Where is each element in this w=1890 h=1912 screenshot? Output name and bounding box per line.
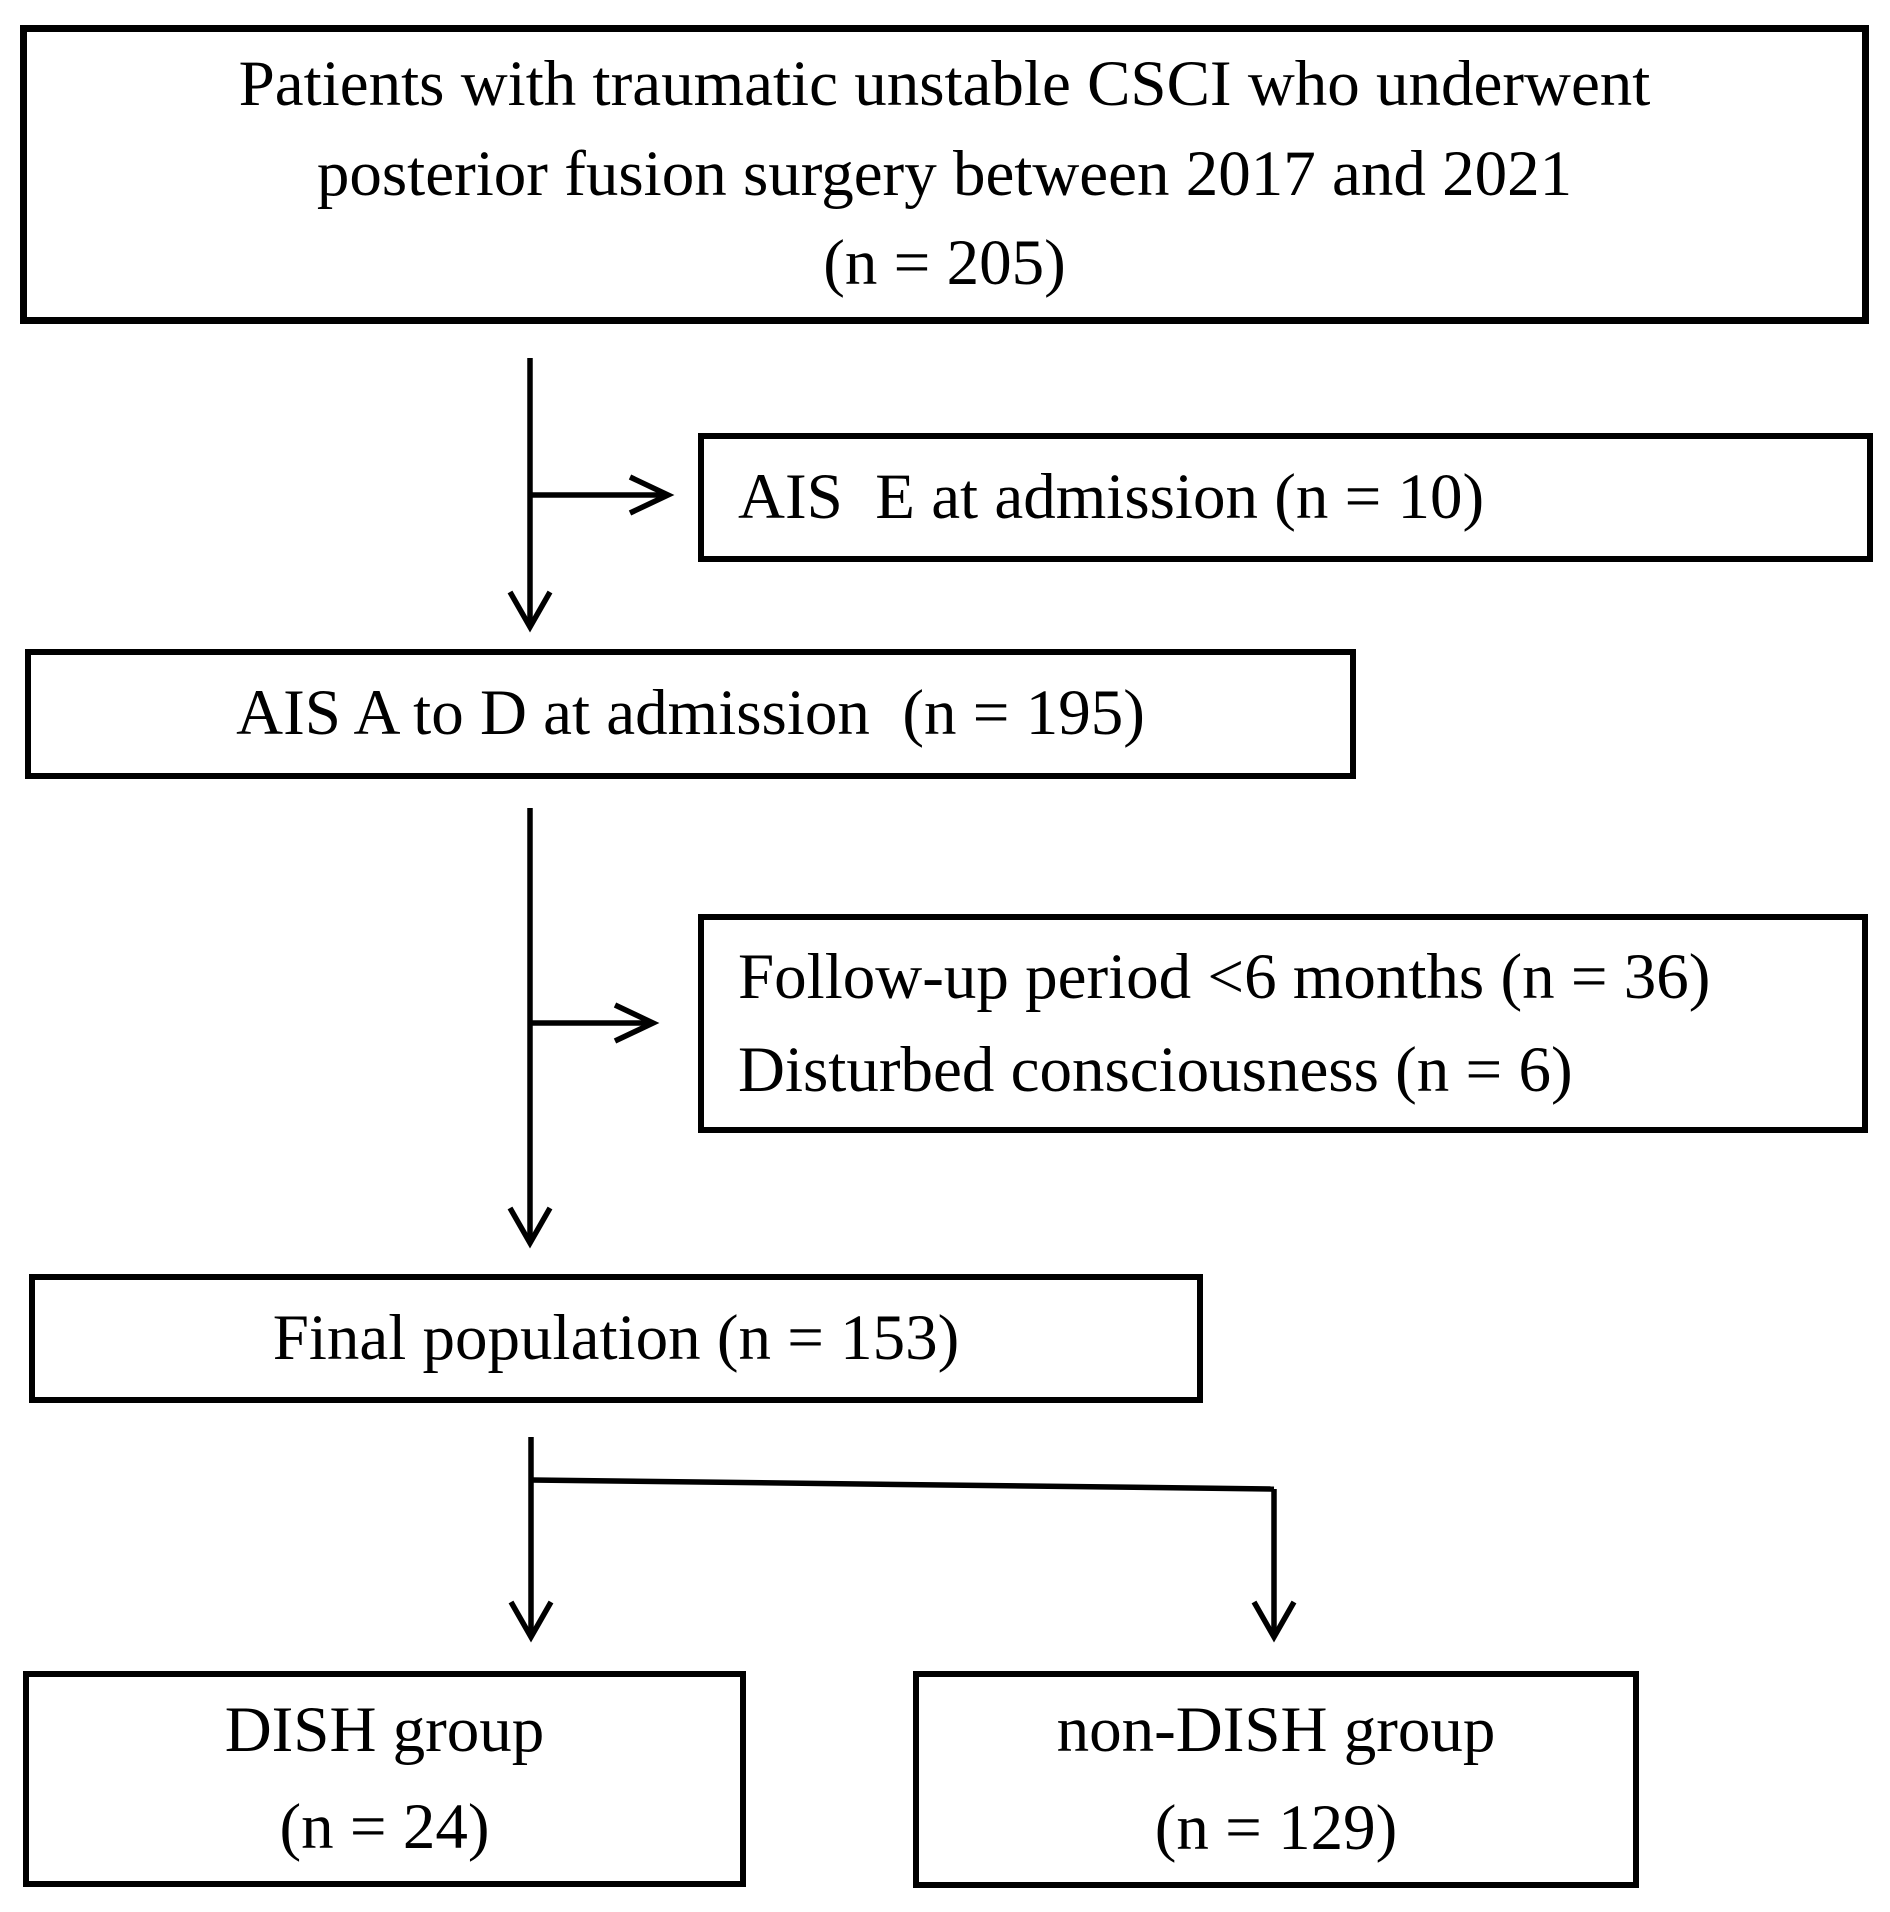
non-dish-group-line-2: (n = 129) [1154, 1791, 1398, 1864]
excluded-ais-e-label: AIS E at admission (n = 10) [738, 460, 1485, 533]
dish-group-line-2: (n = 24) [279, 1791, 490, 1863]
box-excluded-followup: Follow-up period <6 months (n = 36) Dist… [698, 914, 1868, 1133]
arrow-right-to-ais-e-exclusion [530, 474, 675, 516]
initial-line-1: Patients with traumatic unstable CSCI wh… [238, 47, 1651, 120]
ais-a-to-d-label: AIS A to D at admission (n = 195) [236, 677, 1145, 750]
dish-group-line-1: DISH group [224, 1693, 545, 1766]
box-excluded-ais-e: AIS E at admission (n = 10) [698, 433, 1873, 562]
arrow-down-final-to-dish [508, 1437, 554, 1643]
initial-line-2: posterior fusion surgery between 2017 an… [316, 137, 1573, 210]
excluded-followup-line-1: Follow-up period <6 months (n = 36) [738, 941, 1711, 1014]
box-non-dish-group: non-DISH group (n = 129) [913, 1671, 1639, 1888]
arrow-down-branch-to-non-dish [1251, 1489, 1297, 1643]
box-dish-group: DISH group (n = 24) [23, 1671, 746, 1887]
branch-connector [530, 1477, 1275, 1492]
box-final-population: Final population (n = 153) [29, 1274, 1203, 1403]
excluded-followup-line-2: Disturbed consciousness (n = 6) [738, 1033, 1573, 1106]
box-ais-a-to-d: AIS A to D at admission (n = 195) [25, 649, 1356, 779]
box-initial-population: Patients with traumatic unstable CSCI wh… [20, 25, 1869, 324]
non-dish-group-line-1: non-DISH group [1056, 1694, 1496, 1766]
initial-line-3: (n = 205) [823, 227, 1066, 300]
arrow-right-to-followup-exclusion [530, 1002, 660, 1044]
final-population-label: Final population (n = 153) [272, 1301, 960, 1374]
arrow-down-initial-to-ais-a-to-d [507, 358, 553, 633]
